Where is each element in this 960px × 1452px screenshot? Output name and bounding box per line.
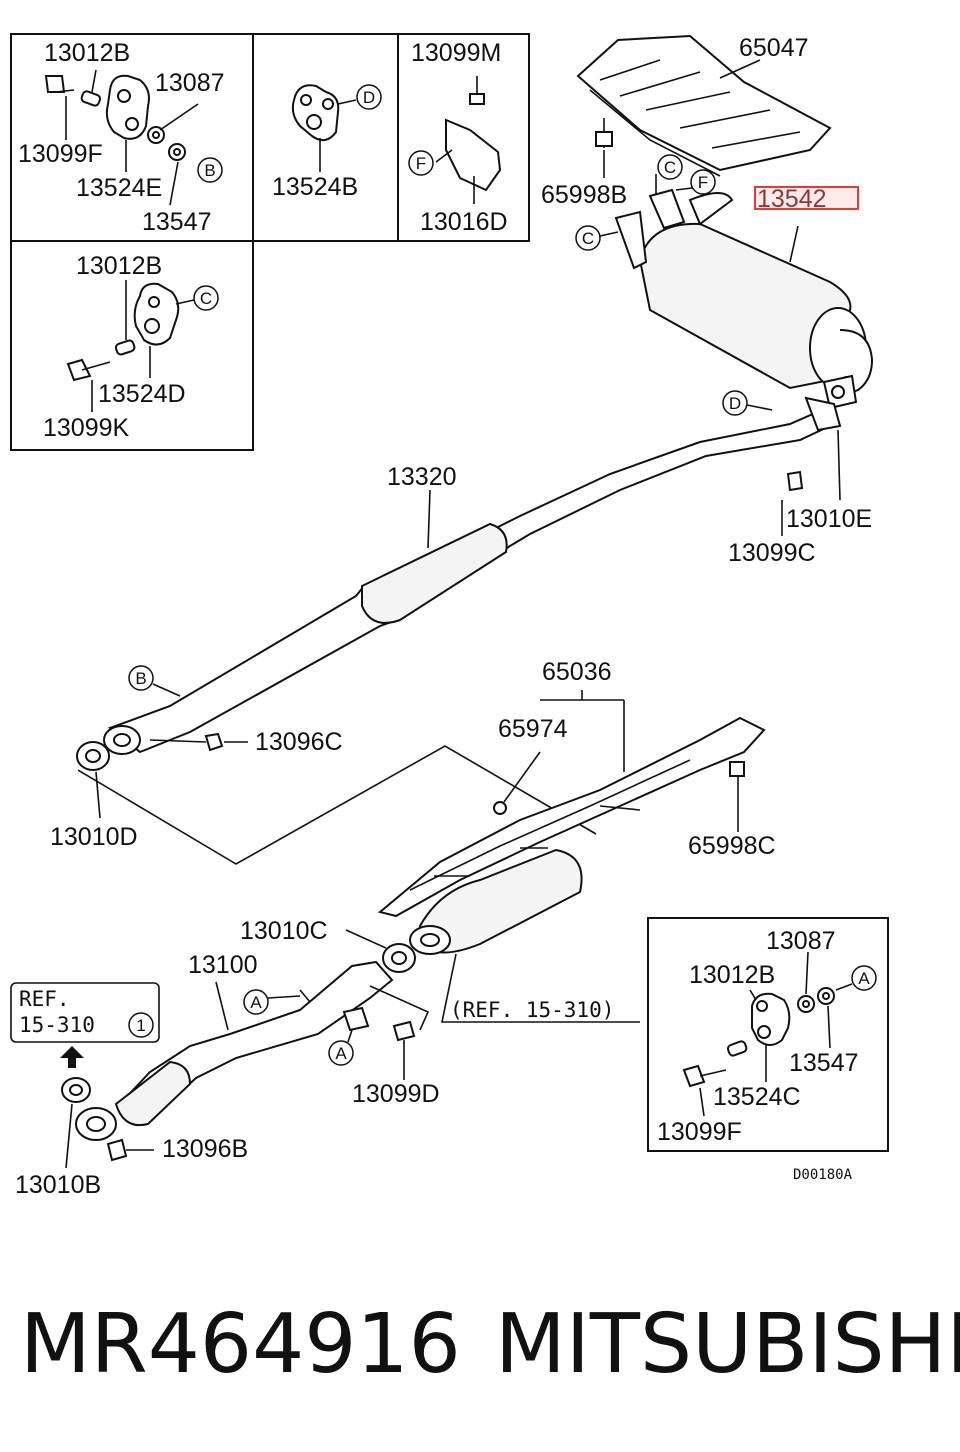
- svg-text:C: C: [200, 289, 212, 308]
- label-13012B-inset: 13012B: [689, 961, 775, 989]
- hanger-13524D-drawing: [66, 280, 195, 412]
- label-13096C: 13096C: [255, 728, 343, 756]
- label-13542-highlight: [754, 186, 859, 210]
- svg-text:D: D: [729, 394, 741, 413]
- label-13547-inset: 13547: [789, 1049, 859, 1077]
- label-13087-inset: 13087: [766, 927, 836, 955]
- label-65998B: 65998B: [541, 181, 627, 209]
- label-13099F-inset: 13099F: [657, 1118, 742, 1146]
- label-13320: 13320: [387, 463, 457, 491]
- callout-f-muffler: F: [690, 169, 716, 195]
- front-pipe-13100-drawing: [60, 960, 430, 1169]
- inset-box-left: [10, 240, 254, 451]
- ref-box-line1: REF.: [19, 987, 70, 1011]
- svg-text:F: F: [698, 173, 708, 192]
- inset-box-top: [10, 33, 530, 242]
- label-13012B-left: 13012B: [76, 252, 162, 280]
- callout-c-muffler-side: C: [575, 225, 619, 251]
- ref-box-line2: 15-310: [19, 1013, 95, 1037]
- center-pipe-13320-drawing: [103, 396, 842, 755]
- callout-c-muffler-top: C: [657, 154, 683, 180]
- label-13099D: 13099D: [352, 1080, 440, 1108]
- label-13010D: 13010D: [50, 823, 138, 851]
- svg-text:A: A: [335, 1044, 347, 1063]
- label-13524E: 13524E: [76, 174, 162, 202]
- callout-1-ref: 1: [128, 1012, 154, 1038]
- label-13542: 13542: [757, 185, 827, 213]
- label-13010E: 13010E: [786, 505, 872, 533]
- callout-b-inset: B: [197, 157, 223, 183]
- svg-text:A: A: [250, 993, 262, 1012]
- callout-a-frontpipe-bottom: A: [328, 1029, 354, 1066]
- label-13087-top: 13087: [155, 69, 225, 97]
- label-13010C: 13010C: [240, 917, 328, 945]
- catalytic-converter-drawing: [409, 848, 640, 1023]
- label-13099M: 13099M: [411, 39, 501, 67]
- label-65974: 65974: [498, 715, 568, 743]
- label-13099K: 13099K: [43, 414, 130, 442]
- label-13524D: 13524D: [98, 380, 186, 408]
- leader-dashed-zone: [77, 745, 597, 865]
- callout-a-frontpipe-top: A: [243, 989, 301, 1015]
- part-labels: 13012B 13087 13099F 13524E 13547 13524B …: [15, 34, 872, 1199]
- svg-text:C: C: [664, 158, 676, 177]
- label-13524C: 13524C: [713, 1083, 801, 1111]
- hanger-13524B-drawing: [291, 84, 357, 172]
- heat-protector-65047-drawing: [576, 34, 832, 178]
- callout-b-pipe: B: [128, 665, 181, 697]
- bracket-13016D-drawing: [435, 76, 502, 204]
- callout-a-inset: A: [851, 965, 877, 991]
- label-13524B: 13524B: [272, 173, 358, 201]
- gasket-13010D-drawing: [76, 741, 110, 819]
- drawing-code: D00180A: [793, 1167, 853, 1183]
- brand-name: MITSUBISHI: [495, 1297, 960, 1392]
- nut-13096C-drawing: [149, 732, 248, 752]
- label-13010B: 13010B: [15, 1171, 101, 1199]
- callout-c-inset: C: [193, 285, 219, 311]
- label-65036: 65036: [542, 658, 612, 686]
- label-13100: 13100: [188, 951, 258, 979]
- label-13096B: 13096B: [162, 1135, 248, 1163]
- svg-text:D: D: [363, 88, 375, 107]
- ref-box: [10, 982, 160, 1043]
- callout-d-inset: D: [356, 84, 382, 110]
- svg-text:B: B: [204, 161, 215, 180]
- svg-text:F: F: [416, 154, 426, 173]
- label-13016D: 13016D: [420, 208, 508, 236]
- heat-protector-65036-drawing: [377, 690, 766, 918]
- label-65998C: 65998C: [688, 832, 776, 860]
- part-number: MR464916: [20, 1297, 461, 1392]
- hanger-13524E-drawing: [44, 69, 199, 206]
- callout-f-inset: F: [408, 150, 434, 176]
- svg-text:C: C: [582, 229, 594, 248]
- label-13547-top: 13547: [142, 208, 212, 236]
- callout-d-muffler: D: [722, 390, 773, 416]
- svg-text:B: B: [135, 669, 146, 688]
- main-muffler-13542-drawing: [614, 174, 874, 410]
- gasket-13010C-drawing: [345, 929, 416, 973]
- label-13099F-top: 13099F: [18, 140, 103, 168]
- svg-text:A: A: [858, 969, 870, 988]
- svg-text:1: 1: [136, 1016, 145, 1035]
- inset-box-bottom-right: [647, 917, 889, 1152]
- ref-catalyst-label: (REF. 15-310): [450, 998, 614, 1022]
- label-13012B-top: 13012B: [44, 39, 130, 67]
- label-13099C: 13099C: [728, 539, 816, 567]
- label-65047: 65047: [739, 34, 809, 62]
